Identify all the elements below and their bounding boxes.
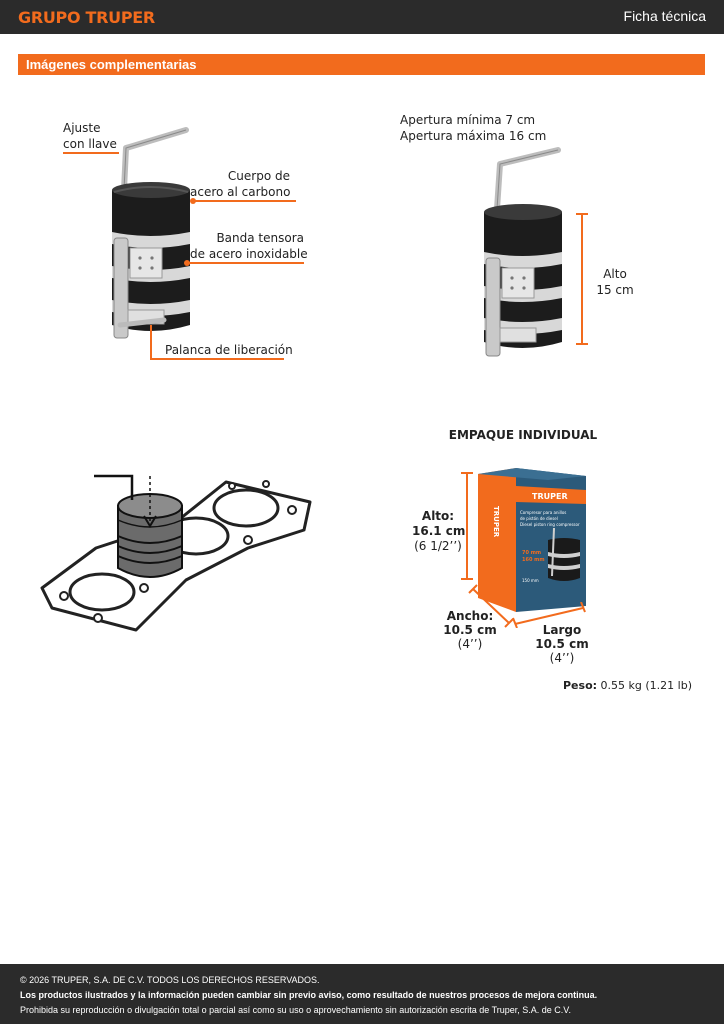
leader-lever [150,358,284,360]
package-width-cm: 10.5 cm [443,623,497,637]
footer-copyright: © 2026 TRUPER, S.A. DE C.V. TODOS LOS DE… [20,975,320,985]
height-label: Alto 15 cm [592,266,638,298]
max-opening: Apertura máxima 16 cm [400,129,547,143]
package-height-line [461,472,473,580]
box-max: 160 mm [522,557,545,563]
leader-dot-band [184,260,190,266]
leader-adjust [63,152,119,154]
weight-value: 0.55 kg (1.21 lb) [600,679,692,692]
package-length-label: Largo [542,623,582,637]
weight-label: Peso: [563,679,598,692]
label-band-line2: de acero inoxidable [190,247,308,261]
usage-illustration [40,474,312,632]
product-dimensions-image [484,147,562,357]
product-parts-image [112,127,190,339]
box-text-3: Diesel piston ring compressor [520,522,580,527]
section-header: Imágenes complementarias [18,54,705,75]
document-type: Ficha técnica [623,8,706,24]
box-min: 70 mm [522,550,541,556]
section-title: Imágenes complementarias [26,57,197,72]
package-height-label: Alto: [421,509,455,523]
label-adjust-line1: Ajuste [63,121,101,135]
package-width-label: Ancho: [446,609,494,623]
package-height-in: (6 1/2’’) [414,539,462,553]
footer-prohibition: Prohibida su reproducción o divulgación … [20,1005,571,1015]
footer: © 2026 TRUPER, S.A. DE C.V. TODOS LOS DE… [0,964,724,1024]
height-value: 15 cm [596,283,634,297]
height-dimension-line [576,213,588,345]
box-text-2: de pistón de diesel [520,516,558,521]
box-text-1: Compresor para anillos [520,510,566,515]
label-adjust-line2: con llave [63,137,117,151]
box-brand: TRUPER [532,492,568,501]
package-length-cm: 10.5 cm [535,637,589,651]
min-opening: Apertura mínima 7 cm [400,113,536,127]
height-label-text: Alto [603,267,627,281]
package-length-in: (4’’) [549,651,575,665]
package-weight: Peso: 0.55 kg (1.21 lb) [563,678,692,694]
label-body-line1: Cuerpo de [227,169,290,183]
leader-band [188,262,304,264]
label-band-line1: Banda tensora [216,231,304,245]
leader-body [194,200,296,202]
label-body-line2: acero al carbono [190,185,291,199]
package-height-cm: 16.1 cm [412,524,466,538]
label-body: Cuerpo de acero al carbono [190,168,290,200]
box-height: 150 mm [522,578,539,583]
leader-lever-vertical [150,325,152,359]
brand-logo: GRUPO TRUPER [18,8,155,27]
label-lever: Palanca de liberación [165,343,293,357]
package-length-line [512,602,586,628]
label-adjust: Ajuste con llave [63,120,117,152]
footer-notice: Los productos ilustrados y la informació… [20,990,598,1000]
package-width-line [468,584,514,628]
package-title: EMPAQUE INDIVIDUAL [448,428,598,442]
header-bar: GRUPO TRUPER Ficha técnica [0,0,724,34]
box-side-brand: TRUPER [492,506,500,538]
package-box-image: TRUPER Compresor para anillos de pistón … [478,468,586,612]
leader-dot-body [190,198,196,204]
label-band: Banda tensora de acero inoxidable [190,230,308,262]
package-width-in: (4’’) [457,637,483,651]
